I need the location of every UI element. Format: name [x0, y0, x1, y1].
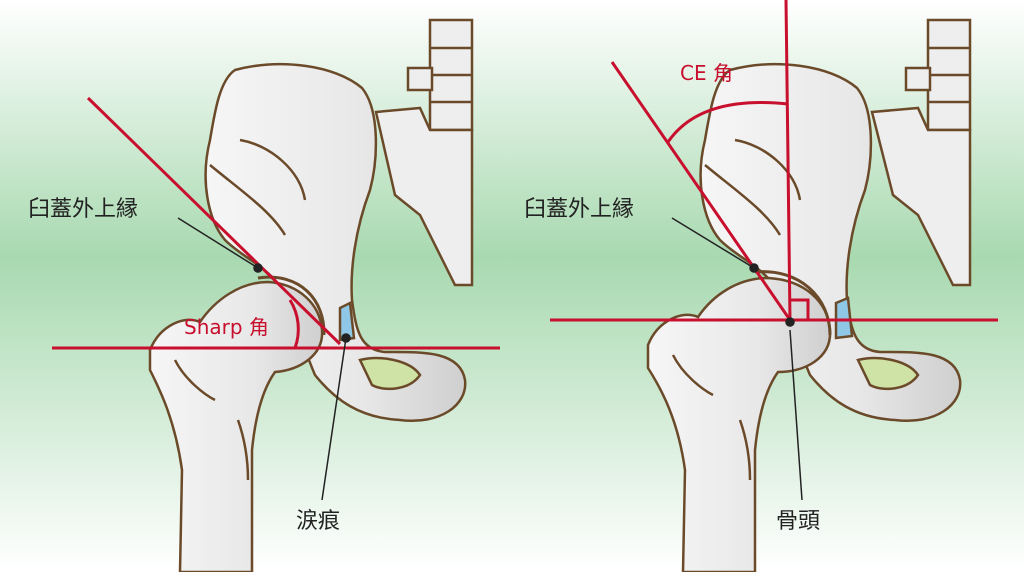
left-diagram [148, 18, 474, 572]
ce-angle-arc [666, 101, 789, 143]
right-sacrum [870, 18, 972, 287]
acetabular-edge-dot-left [253, 263, 263, 273]
right-angle-mark [790, 298, 810, 320]
left-teardrop [338, 301, 356, 342]
acetabular-edge-dot-right [749, 263, 759, 273]
label-acetabular-edge-left: 臼蓋外上縁 [28, 197, 138, 222]
right-femur [646, 276, 832, 572]
teardrop-dot [341, 333, 351, 343]
femoral-head-center-dot [785, 317, 795, 327]
right-teardrop [834, 296, 854, 340]
ce-oblique-line [610, 61, 792, 321]
left-obturator [358, 356, 422, 391]
right-red-lines [550, 0, 998, 322]
label-acetabular-edge-right: 臼蓋外上縁 [524, 197, 634, 222]
sharp-line [86, 96, 342, 346]
label-femoral-head: 骨頭 [776, 509, 820, 534]
left-femur [148, 280, 324, 572]
label-ce-angle: CE 角 [680, 61, 733, 85]
left-pointers [177, 217, 351, 501]
left-red-lines [52, 96, 500, 350]
right-diagram [646, 18, 972, 572]
label-teardrop: 涙痕 [296, 509, 340, 534]
sharp-angle-arc [288, 299, 300, 349]
label-sharp-angle: Sharp 角 [184, 315, 269, 339]
right-pointers [671, 217, 803, 501]
right-obturator [856, 356, 920, 391]
left-sacrum [374, 18, 474, 287]
ce-vertical-line [784, 0, 792, 321]
